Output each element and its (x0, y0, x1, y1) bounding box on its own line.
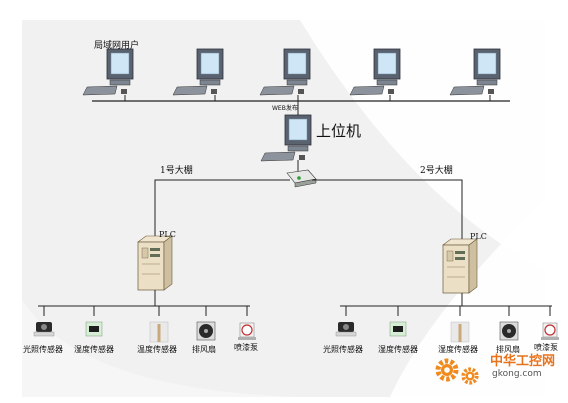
lan-users-label: 局域网用户 (94, 41, 140, 51)
device-label-spray-pump-2: 喷漆泵 (534, 343, 558, 352)
exhaust-fan-icon-1 (196, 321, 216, 341)
device-label-humidity-sensor-1: 湿度传感器 (74, 345, 114, 354)
temperature-sensor-icon-1 (149, 321, 169, 343)
watermark-url-text: gkong.com (492, 369, 542, 379)
device-label-humidity-sensor-2: 湿度传感器 (378, 345, 418, 354)
link-greenhouse-2 (312, 179, 463, 240)
watermark-brand-text: 中华工控网 (490, 354, 556, 369)
device-label-temperature-sensor-1: 温度传感器 (137, 345, 177, 354)
plc-cabinet-2 (442, 238, 478, 294)
humidity-sensor-icon-2 (389, 321, 407, 337)
plc-2-label: PLC (470, 232, 487, 241)
spray-pump-icon-1 (237, 322, 257, 341)
light-sensor-icon-1 (33, 321, 55, 337)
web-publish-label: WEB发布 (272, 105, 298, 112)
exhaust-fan-icon-2 (499, 321, 519, 341)
device-label-temperature-sensor-2: 湿度传感器 (438, 345, 478, 354)
device-label-exhaust-fan-2: 排风扇 (496, 345, 520, 354)
device-label-light-sensor-1: 光照传感器 (23, 345, 63, 354)
link-greenhouse-1 (154, 179, 290, 236)
device-label-light-sensor-2: 光照传感器 (323, 345, 363, 354)
device-label-exhaust-fan-1: 排风扇 (192, 345, 216, 354)
plc-cabinet-1 (137, 235, 173, 291)
host-computer-label: 上位机 (316, 122, 362, 140)
device-label-spray-pump-1: 喷漆泵 (234, 343, 258, 352)
humidity-sensor-icon-1 (85, 321, 103, 337)
light-sensor-icon-2 (335, 321, 357, 337)
greenhouse-1-label: 1号大棚 (160, 166, 193, 176)
plc-1-label: PLC (159, 230, 176, 239)
network-switch-icon (286, 169, 317, 188)
spray-pump-icon-2 (540, 322, 560, 341)
greenhouse-2-label: 2号大棚 (420, 166, 453, 176)
temperature-sensor-icon-2 (450, 321, 470, 343)
